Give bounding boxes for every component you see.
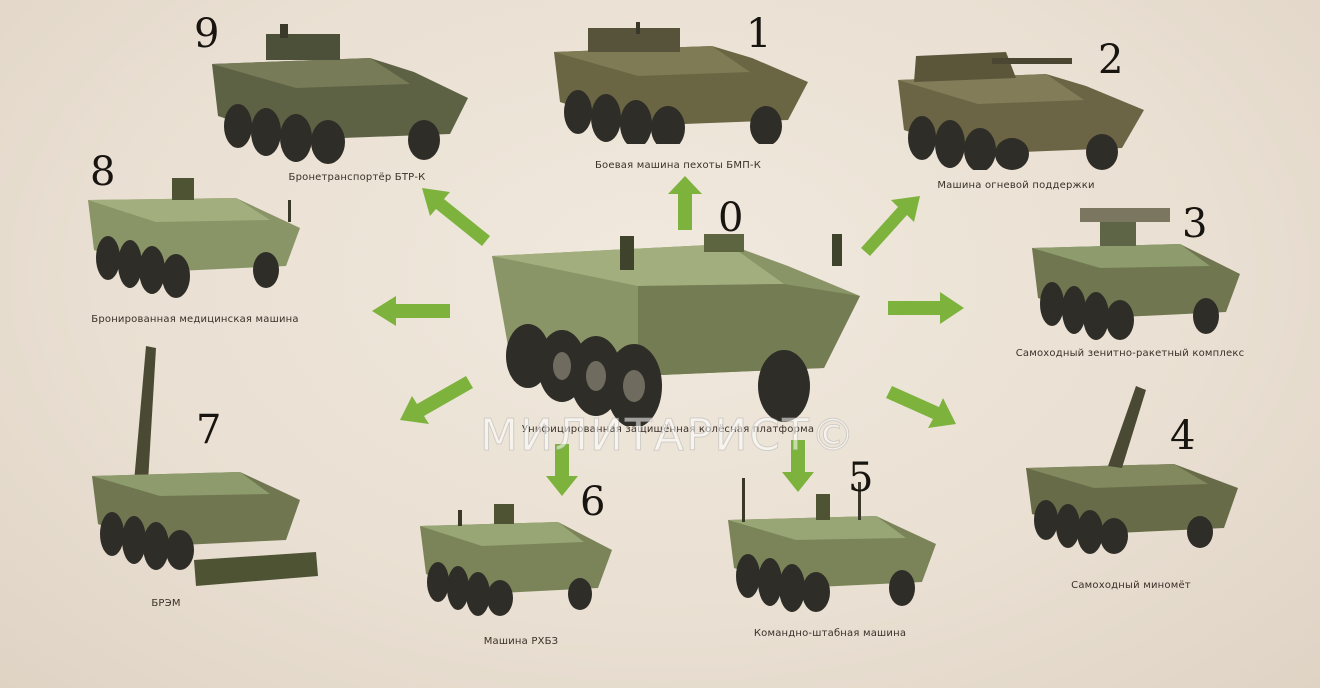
variant-7-image (90, 346, 320, 592)
variant-2-image (896, 44, 1148, 170)
variant-8-caption: Бронированная медицинская машина (91, 314, 299, 325)
variant-1-caption: Боевая машина пехоты БМП-К (594, 160, 762, 171)
variant-6-number: 6 (580, 479, 606, 525)
arrow-to-5 (782, 440, 814, 492)
variant-5-caption: Командно-штабная машина (753, 628, 907, 639)
arrow-to-3 (888, 292, 964, 324)
arrow-to-1 (668, 176, 702, 230)
hub-number: 0 (718, 195, 744, 241)
variant-8-number: 8 (90, 149, 116, 195)
variant-7-number: 7 (196, 407, 222, 453)
variant-3-image (1030, 200, 1244, 342)
variant-1-image (552, 22, 810, 144)
variant-6-image (418, 496, 616, 624)
variant-2-caption: Машина огневой поддержки (937, 180, 1095, 191)
variant-3-number: 3 (1182, 201, 1208, 247)
variant-2-number: 2 (1098, 37, 1124, 83)
arrow-to-7 (400, 374, 476, 424)
hub-caption: Унифицированная защищённая колёсная плат… (521, 424, 815, 435)
variant-4-number: 4 (1170, 413, 1196, 459)
arrow-to-9 (422, 188, 492, 248)
variant-1-number: 1 (746, 11, 772, 57)
variant-6-caption: Машина РХБЗ (483, 636, 559, 647)
arrow-to-2 (858, 196, 920, 260)
arrow-to-4 (884, 384, 958, 430)
variant-3-caption: Самоходный зенитно-ракетный комплекс (1015, 348, 1245, 359)
variant-9-image (210, 22, 472, 170)
variant-4-image (1024, 384, 1244, 556)
variant-9-caption: Бронетранспортёр БТР-К (288, 172, 426, 183)
arrow-to-6 (546, 444, 578, 496)
hub-platform-image (488, 226, 866, 426)
variant-5-image (726, 476, 940, 616)
watermark: МИЛИТАРИСТ© (480, 410, 857, 462)
arrow-to-8 (372, 296, 450, 326)
variant-8-image (86, 170, 304, 310)
variant-7-caption: БРЭМ (151, 598, 181, 609)
variant-9-number: 9 (194, 11, 220, 57)
variant-5-number: 5 (848, 455, 874, 501)
variant-4-caption: Самоходный миномёт (1071, 580, 1191, 591)
